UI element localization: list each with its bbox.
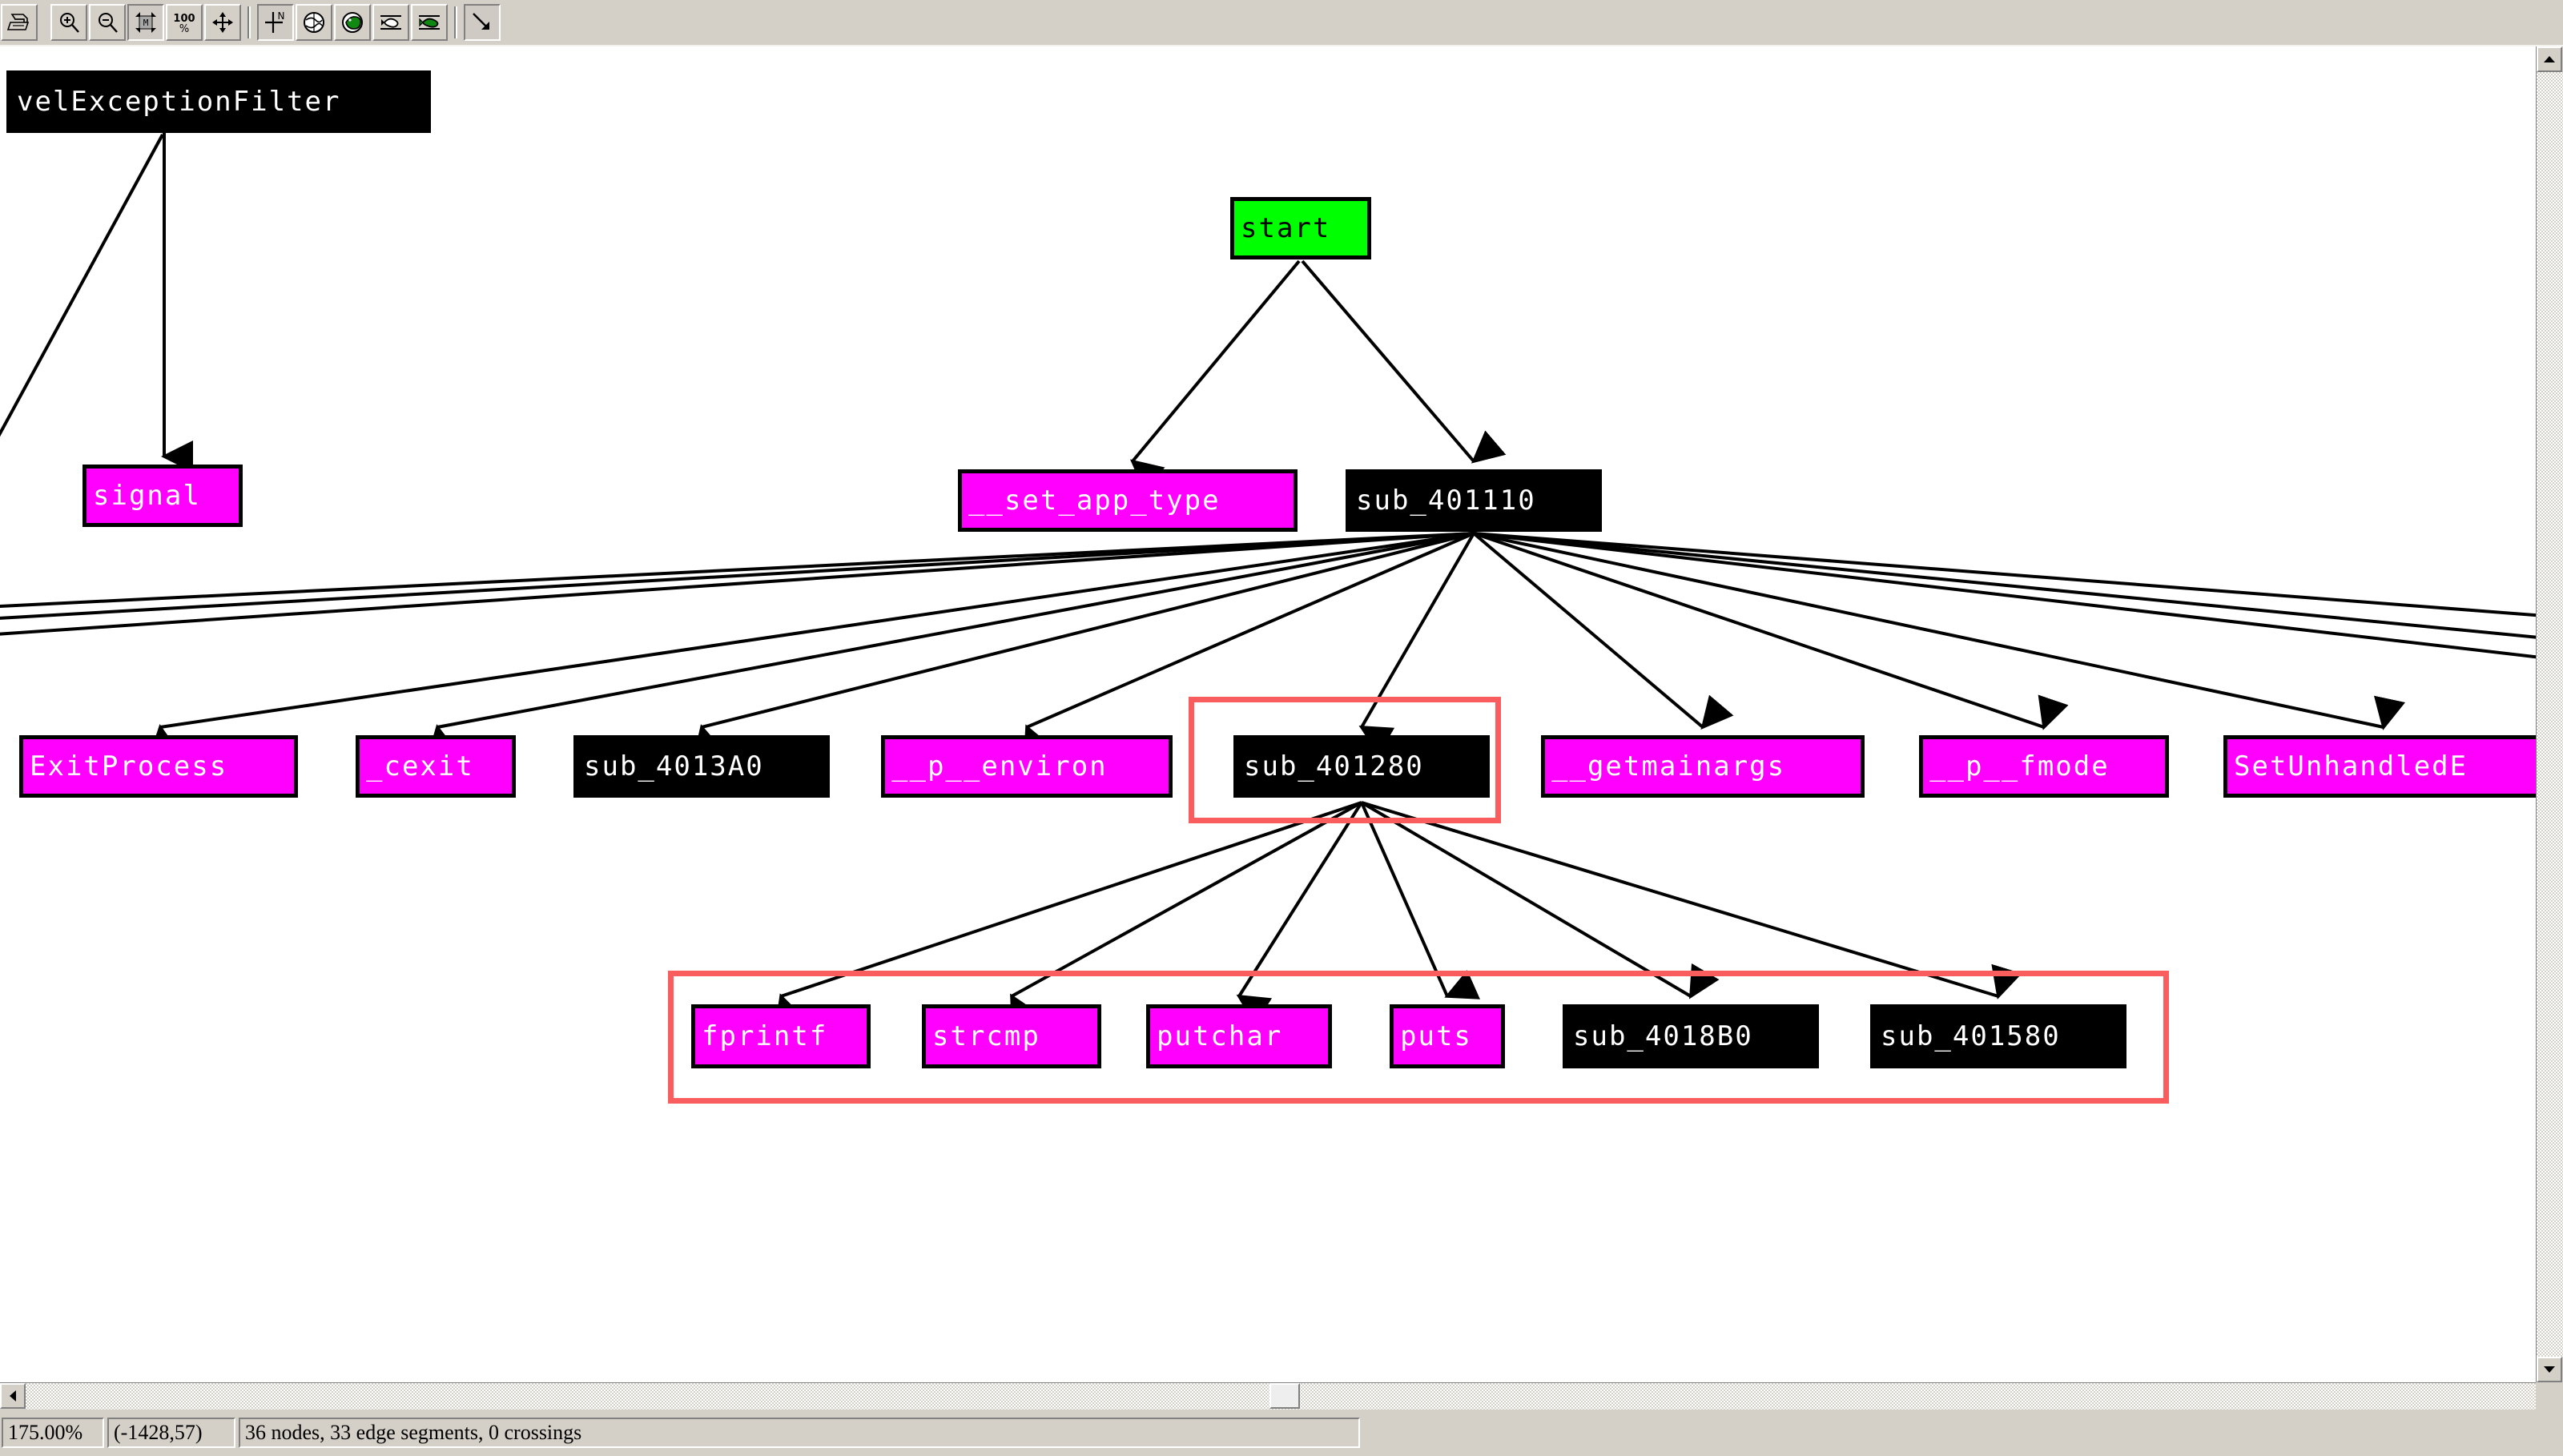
node-label: _cexit — [366, 750, 474, 782]
node-label: fprintf — [702, 1020, 828, 1052]
node-label: sub_401110 — [1356, 485, 1536, 517]
toolbar-separator-2 — [454, 6, 457, 38]
node-label: start — [1241, 212, 1331, 244]
horizontal-scrollbar-thumb[interactable] — [1269, 1383, 1300, 1409]
graph-node-p-environ[interactable]: __p__environ — [881, 735, 1173, 798]
graph-node-puts[interactable]: puts — [1390, 1004, 1505, 1068]
fit-window-button[interactable]: M — [127, 4, 164, 41]
graph-node-sub-4018b0[interactable]: sub_4018B0 — [1563, 1004, 1819, 1068]
triangle-up-icon — [2544, 56, 2555, 62]
horizontal-scrollbar[interactable] — [0, 1382, 2536, 1410]
zoom-in-button[interactable] — [50, 4, 87, 41]
node-label: __getmainargs — [1551, 750, 1786, 782]
svg-text:%: % — [179, 23, 189, 34]
svg-text:M: M — [143, 18, 149, 28]
pointer-tool-button[interactable] — [464, 4, 501, 41]
normal-mode-button[interactable]: N — [257, 4, 294, 41]
status-coordinates: (-1428,57) — [107, 1418, 235, 1448]
graph-node-strcmp[interactable]: strcmp — [922, 1004, 1101, 1068]
toolbar-separator-1 — [247, 6, 251, 38]
center-node-button[interactable] — [204, 4, 241, 41]
graph-node-sub-401280[interactable]: sub_401280 — [1233, 735, 1490, 798]
node-label: putchar — [1157, 1020, 1283, 1052]
status-graph-info: 36 nodes, 33 edge segments, 0 crossings — [239, 1418, 1360, 1448]
graph-node-start[interactable]: start — [1230, 197, 1371, 259]
node-label: sub_4013A0 — [584, 750, 764, 782]
triangle-left-icon — [10, 1390, 16, 1402]
triangle-down-icon — [2544, 1366, 2555, 1373]
toolbar: M 100 % — [0, 0, 2563, 46]
node-label: SetUnhandledE — [2234, 750, 2468, 782]
graph-node-sub-401580[interactable]: sub_401580 — [1870, 1004, 2126, 1068]
zoom-out-button[interactable] — [89, 4, 126, 41]
zoom-100-button[interactable]: 100 % — [166, 4, 203, 41]
graph-node-sub-4013a0[interactable]: sub_4013A0 — [573, 735, 830, 798]
node-label: strcmp — [932, 1020, 1040, 1052]
overview-button[interactable] — [296, 4, 332, 41]
node-label: sub_401280 — [1244, 750, 1424, 782]
graph-node-velexceptionfilter[interactable]: velExceptionFilter — [6, 70, 431, 133]
status-bar: 175.00% (-1428,57) 36 nodes, 33 edge seg… — [0, 1410, 2563, 1456]
node-label: __p__environ — [891, 750, 1108, 782]
graph-node-set-app-type[interactable]: __set_app_type — [958, 469, 1298, 532]
node-label: __p__fmode — [1929, 750, 2110, 782]
graph-edges — [0, 133, 2536, 1030]
fisheye-wide-button[interactable] — [411, 4, 448, 41]
print-button[interactable] — [1, 4, 38, 41]
graph-node-p-fmode[interactable]: __p__fmode — [1919, 735, 2169, 798]
svg-text:100: 100 — [173, 13, 195, 25]
scrollbar-corner — [2536, 1382, 2563, 1410]
node-label: velExceptionFilter — [17, 86, 341, 118]
scroll-up-button[interactable] — [2537, 46, 2562, 72]
graph-node-signal[interactable]: signal — [82, 465, 243, 527]
scroll-down-button[interactable] — [2537, 1357, 2562, 1382]
node-label: ExitProcess — [30, 750, 228, 782]
node-label: sub_4018B0 — [1573, 1020, 1753, 1052]
graph-canvas[interactable]: velExceptionFilter signal start __set_ap… — [0, 46, 2536, 1382]
graph-node-setunhandledexceptionfilter[interactable]: SetUnhandledE — [2223, 735, 2536, 798]
vertical-scrollbar[interactable] — [2536, 46, 2563, 1382]
node-label: __set_app_type — [968, 485, 1221, 517]
scroll-left-button[interactable] — [0, 1383, 26, 1409]
graph-node-cexit[interactable]: _cexit — [356, 735, 516, 798]
node-label: puts — [1400, 1020, 1472, 1052]
vertical-scrollbar-track[interactable] — [2537, 72, 2563, 1357]
graph-node-getmainargs[interactable]: __getmainargs — [1541, 735, 1865, 798]
graph-node-putchar[interactable]: putchar — [1146, 1004, 1332, 1068]
fisheye-flat-button[interactable] — [372, 4, 409, 41]
node-label: sub_401580 — [1881, 1020, 2061, 1052]
svg-text:N: N — [278, 10, 285, 22]
graph-node-fprintf[interactable]: fprintf — [691, 1004, 871, 1068]
graph-node-sub-401110[interactable]: sub_401110 — [1346, 469, 1602, 532]
graph-node-exitprocess[interactable]: ExitProcess — [19, 735, 298, 798]
node-label: signal — [93, 480, 201, 512]
status-zoom-level: 175.00% — [2, 1418, 104, 1448]
fisheye-round-button[interactable] — [334, 4, 371, 41]
